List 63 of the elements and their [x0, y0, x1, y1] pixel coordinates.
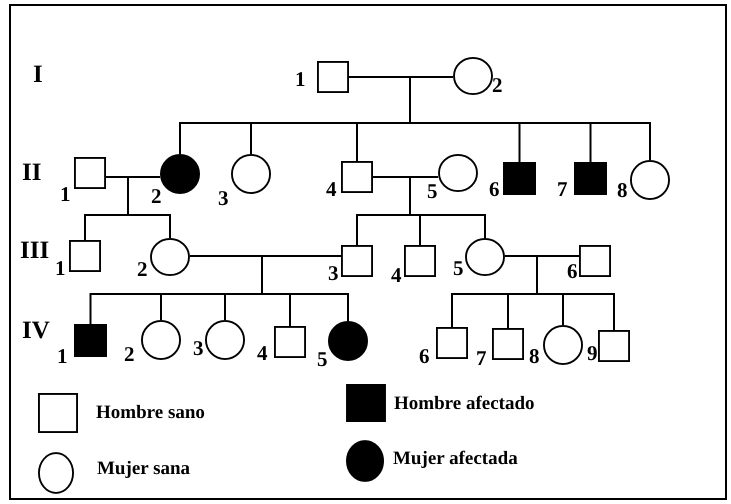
individual-number: 3 [193, 337, 204, 359]
male-square [436, 327, 468, 359]
descent-line [373, 176, 486, 238]
individual-number: 5 [317, 348, 328, 370]
male-square [74, 157, 106, 189]
individual-number: 1 [60, 183, 70, 205]
male-square [274, 326, 306, 358]
individual-number: 4 [391, 264, 402, 286]
descent-line [349, 76, 651, 160]
generation-label: III [20, 238, 50, 264]
affected-female-circle [328, 321, 368, 361]
male-square [492, 328, 524, 360]
individual-number: 8 [529, 345, 540, 367]
individual-number: 6 [567, 260, 578, 282]
female-circle [438, 154, 478, 192]
individual-number: 4 [257, 342, 268, 364]
affected-male-square [574, 162, 607, 195]
individual-number: 2 [137, 258, 148, 280]
male-square [317, 61, 349, 93]
individual-number: 9 [587, 342, 598, 364]
individual-number: 4 [326, 178, 336, 200]
descent-line [106, 176, 171, 238]
descent-line [190, 255, 349, 321]
legend-text: Mujer sana [97, 458, 190, 480]
individual-number: 1 [295, 68, 306, 90]
individual-number: 6 [489, 178, 500, 200]
male-square [341, 245, 373, 277]
generation-label: IV [22, 318, 50, 344]
male-square [404, 245, 436, 277]
individual-number: 5 [453, 257, 464, 279]
male-square [579, 245, 611, 277]
female-circle [630, 160, 670, 200]
female-circle [543, 325, 583, 365]
individual-number: 2 [492, 74, 502, 96]
individual-number: 2 [124, 343, 134, 365]
female-circle [205, 320, 245, 360]
descent-line [505, 255, 615, 330]
individual-number: 1 [55, 257, 66, 279]
legend-text: Mujer afectada [393, 448, 518, 470]
female-circle [150, 238, 190, 276]
male-square [69, 240, 101, 272]
female-circle [231, 154, 271, 194]
legend-text: Hombre afectado [394, 393, 535, 415]
individual-number: 3 [328, 262, 338, 284]
female-circle [141, 320, 181, 360]
individual-number: 2 [151, 185, 162, 207]
affected-male-square [503, 162, 536, 195]
female-circle [465, 238, 505, 276]
individual-number: 6 [419, 345, 430, 367]
female-circle [453, 57, 493, 95]
legend-text: Hombre sano [96, 402, 205, 424]
individual-number: 3 [218, 187, 228, 209]
affected-female-circle [160, 154, 200, 194]
male-square [341, 161, 373, 193]
individual-number: 5 [427, 180, 438, 202]
individual-number: 7 [557, 178, 568, 200]
male-square [598, 330, 630, 362]
individual-number: 1 [57, 345, 68, 367]
individual-number: 8 [617, 179, 628, 201]
generation-label: II [22, 160, 42, 186]
generation-label: I [33, 62, 43, 88]
individual-number: 7 [476, 347, 486, 369]
affected-male-square [74, 324, 107, 357]
